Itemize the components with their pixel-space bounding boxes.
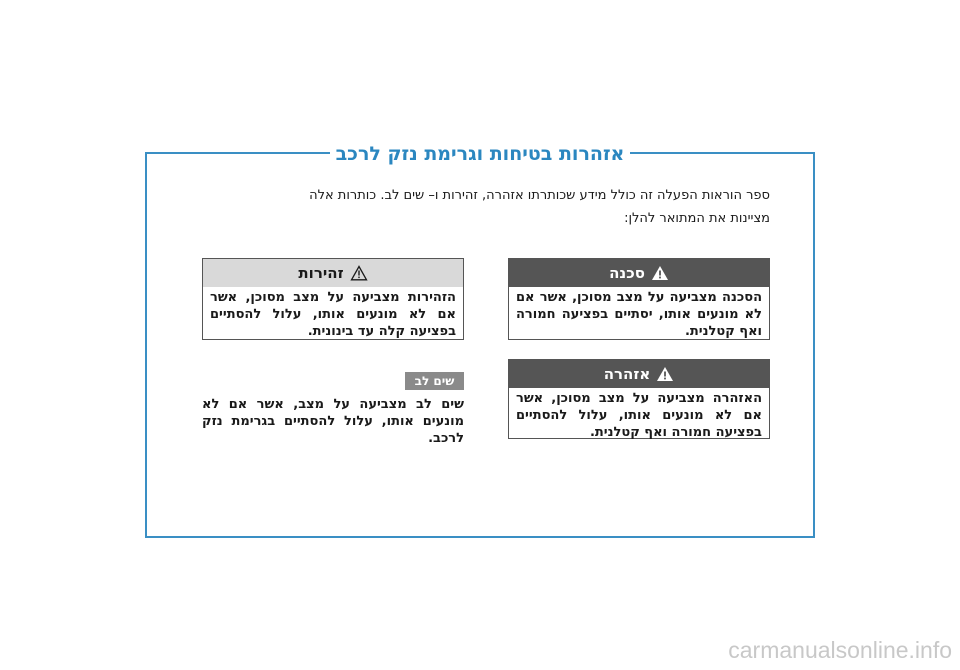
caution-body: הזהירות מצביעה על מצב מסוכן, אשר אם לא מ… (210, 290, 456, 339)
warning-header: אזהרה (509, 360, 769, 388)
danger-header: סכנה (509, 259, 769, 287)
warning-body: האזהרה מצביעה על מצב מסוכן, אשר אם לא מו… (516, 391, 762, 440)
caution-heading: זהירות (298, 264, 344, 282)
section-title: אזהרות בטיחות וגרימת נזק לרכב (330, 140, 630, 168)
notice-heading: שים לב (405, 372, 464, 390)
warning-heading: אזהרה (603, 365, 651, 383)
intro-text: ספר הוראות הפעלה זה כולל מידע שכותרתו אז… (309, 188, 770, 226)
warning-box: אזהרה האזהרה מצביעה על מצב מסוכן, אשר אם… (508, 359, 770, 440)
warning-triangle-icon (651, 266, 668, 280)
caution-box: זהירות הזהירות מצביעה על מצב מסוכן, אשר … (202, 258, 464, 340)
danger-box: סכנה הסכנה מצביעה על מצב מסוכן, אשר אם ל… (508, 258, 770, 340)
warning-triangle-icon (657, 367, 674, 381)
caution-header: זהירות (203, 259, 463, 287)
warning-triangle-outline-icon (349, 265, 368, 281)
watermark: carmanualsonline.info (728, 637, 952, 663)
danger-heading: סכנה (609, 264, 645, 282)
danger-body: הסכנה מצביעה על מצב מסוכן, אשר אם לא מונ… (516, 290, 762, 339)
notice-body: שים לב מצביעה על מצב, אשר אם לא מונעים א… (202, 397, 464, 446)
